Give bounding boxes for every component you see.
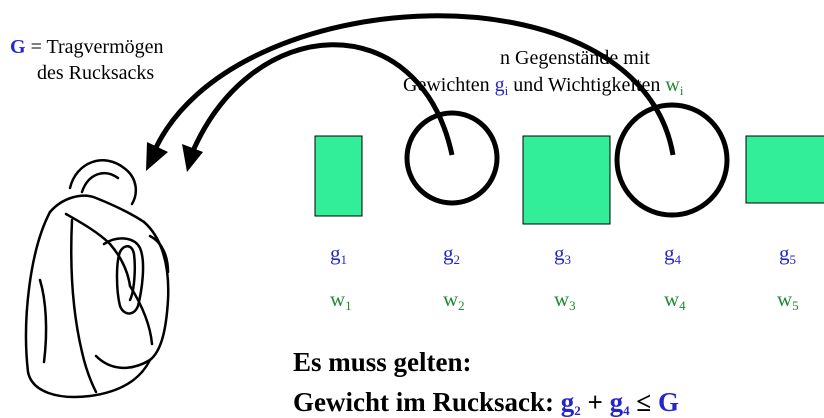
capacity-symbol: G [10,36,26,58]
arrowhead-2-icon [182,144,203,172]
weight-label-3: g3 [554,241,571,267]
capacity-label: G = Tragvermögen [10,36,164,58]
arrowhead-1-icon [146,142,168,171]
capacity-equals-text: = Tragvermögen [25,36,164,58]
arrow-item4-to-knapsack [151,13,676,156]
condition-formula: Gewicht im Rucksack: g2 + g4 ≤ G [293,387,679,418]
capacity-label-line2: des Rucksacks [37,62,155,84]
items-header-prefix: Gewichten [403,74,495,96]
item-box-1 [314,135,363,217]
weight-label-5: g5 [779,241,796,267]
items-header-line2: Gewichten gi und Wichtigkeiten wi [403,74,684,98]
item-circle-2 [404,110,500,206]
value-label-5: w5 [777,287,799,313]
value-label-4: w4 [664,287,686,313]
item-box-5 [745,135,824,204]
item-box-3 [522,135,611,225]
condition-plus: + [580,387,610,417]
items-header-line1: n Gegenstände mit [500,47,650,69]
value-label-3: w3 [554,287,576,313]
condition-relation: ≤ [629,387,658,417]
weight-symbol-i: gi [494,74,509,98]
value-label-1: w1 [330,287,352,313]
value-symbol-i: wi [665,74,684,98]
value-label-2: w2 [443,287,465,313]
condition-formula-prefix: Gewicht im Rucksack: [293,387,561,417]
weight-label-1: g1 [330,241,347,267]
weight-label-4: g4 [664,241,681,267]
condition-heading: Es muss gelten: [293,347,472,377]
backpack-icon [24,159,170,399]
item-circle-4 [614,102,730,218]
diagram-graphics [24,13,824,399]
condition-term-2: g4 [609,387,630,418]
knapsack-diagram: G = Tragvermögen des Rucksacks n Gegenst… [10,13,824,417]
items-header-mid: und Wichtigkeiten [508,74,666,96]
arrow-item2-to-knapsack [187,42,455,159]
condition-capacity-symbol: G [657,387,679,417]
condition-term-1: g2 [560,387,581,418]
weight-label-2: g2 [443,241,460,267]
